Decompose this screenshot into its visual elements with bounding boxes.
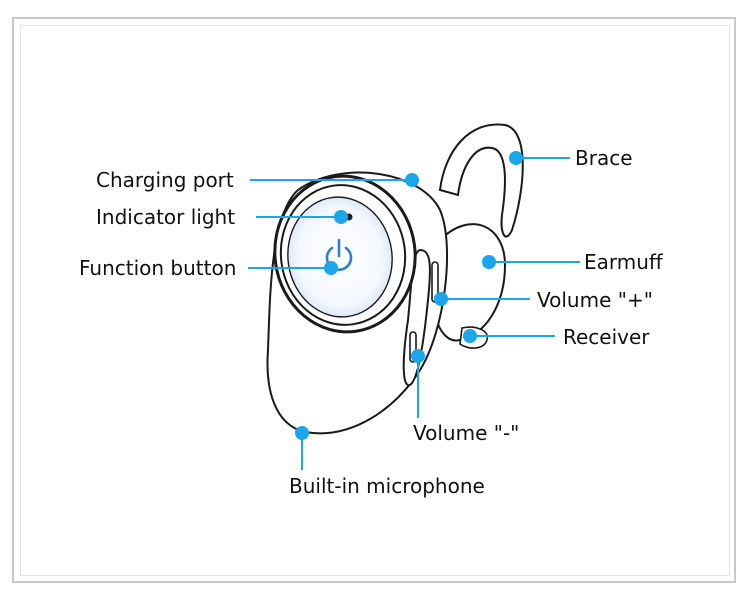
label-volume-plus: Volume "+" xyxy=(537,288,653,312)
label-indicator-light: Indicator light xyxy=(96,205,236,229)
label-brace: Brace xyxy=(575,146,633,170)
label-builtin-microphone: Built-in microphone xyxy=(289,474,485,498)
label-function-button: Function button xyxy=(79,256,237,280)
callout-lines xyxy=(248,157,580,470)
label-volume-minus: Volume "-" xyxy=(413,421,520,445)
dot-charging-port xyxy=(405,173,419,187)
dot-earmuff xyxy=(482,255,496,269)
dot-microphone xyxy=(295,426,309,440)
dot-indicator xyxy=(334,210,348,224)
power-icon xyxy=(325,238,353,271)
callout-dots xyxy=(295,151,523,440)
label-charging-port: Charging port xyxy=(96,168,234,192)
inner-frame xyxy=(20,25,730,576)
label-earmuff: Earmuff xyxy=(584,250,663,274)
function-ring-mid xyxy=(279,184,407,326)
brace-hook xyxy=(438,123,524,238)
label-receiver: Receiver xyxy=(563,325,650,349)
function-ring-inner xyxy=(287,196,393,318)
dot-volume-plus xyxy=(434,292,448,306)
dot-brace xyxy=(509,151,523,165)
dot-receiver xyxy=(463,329,477,343)
dot-function xyxy=(324,261,338,275)
dot-volume-minus xyxy=(411,349,425,363)
